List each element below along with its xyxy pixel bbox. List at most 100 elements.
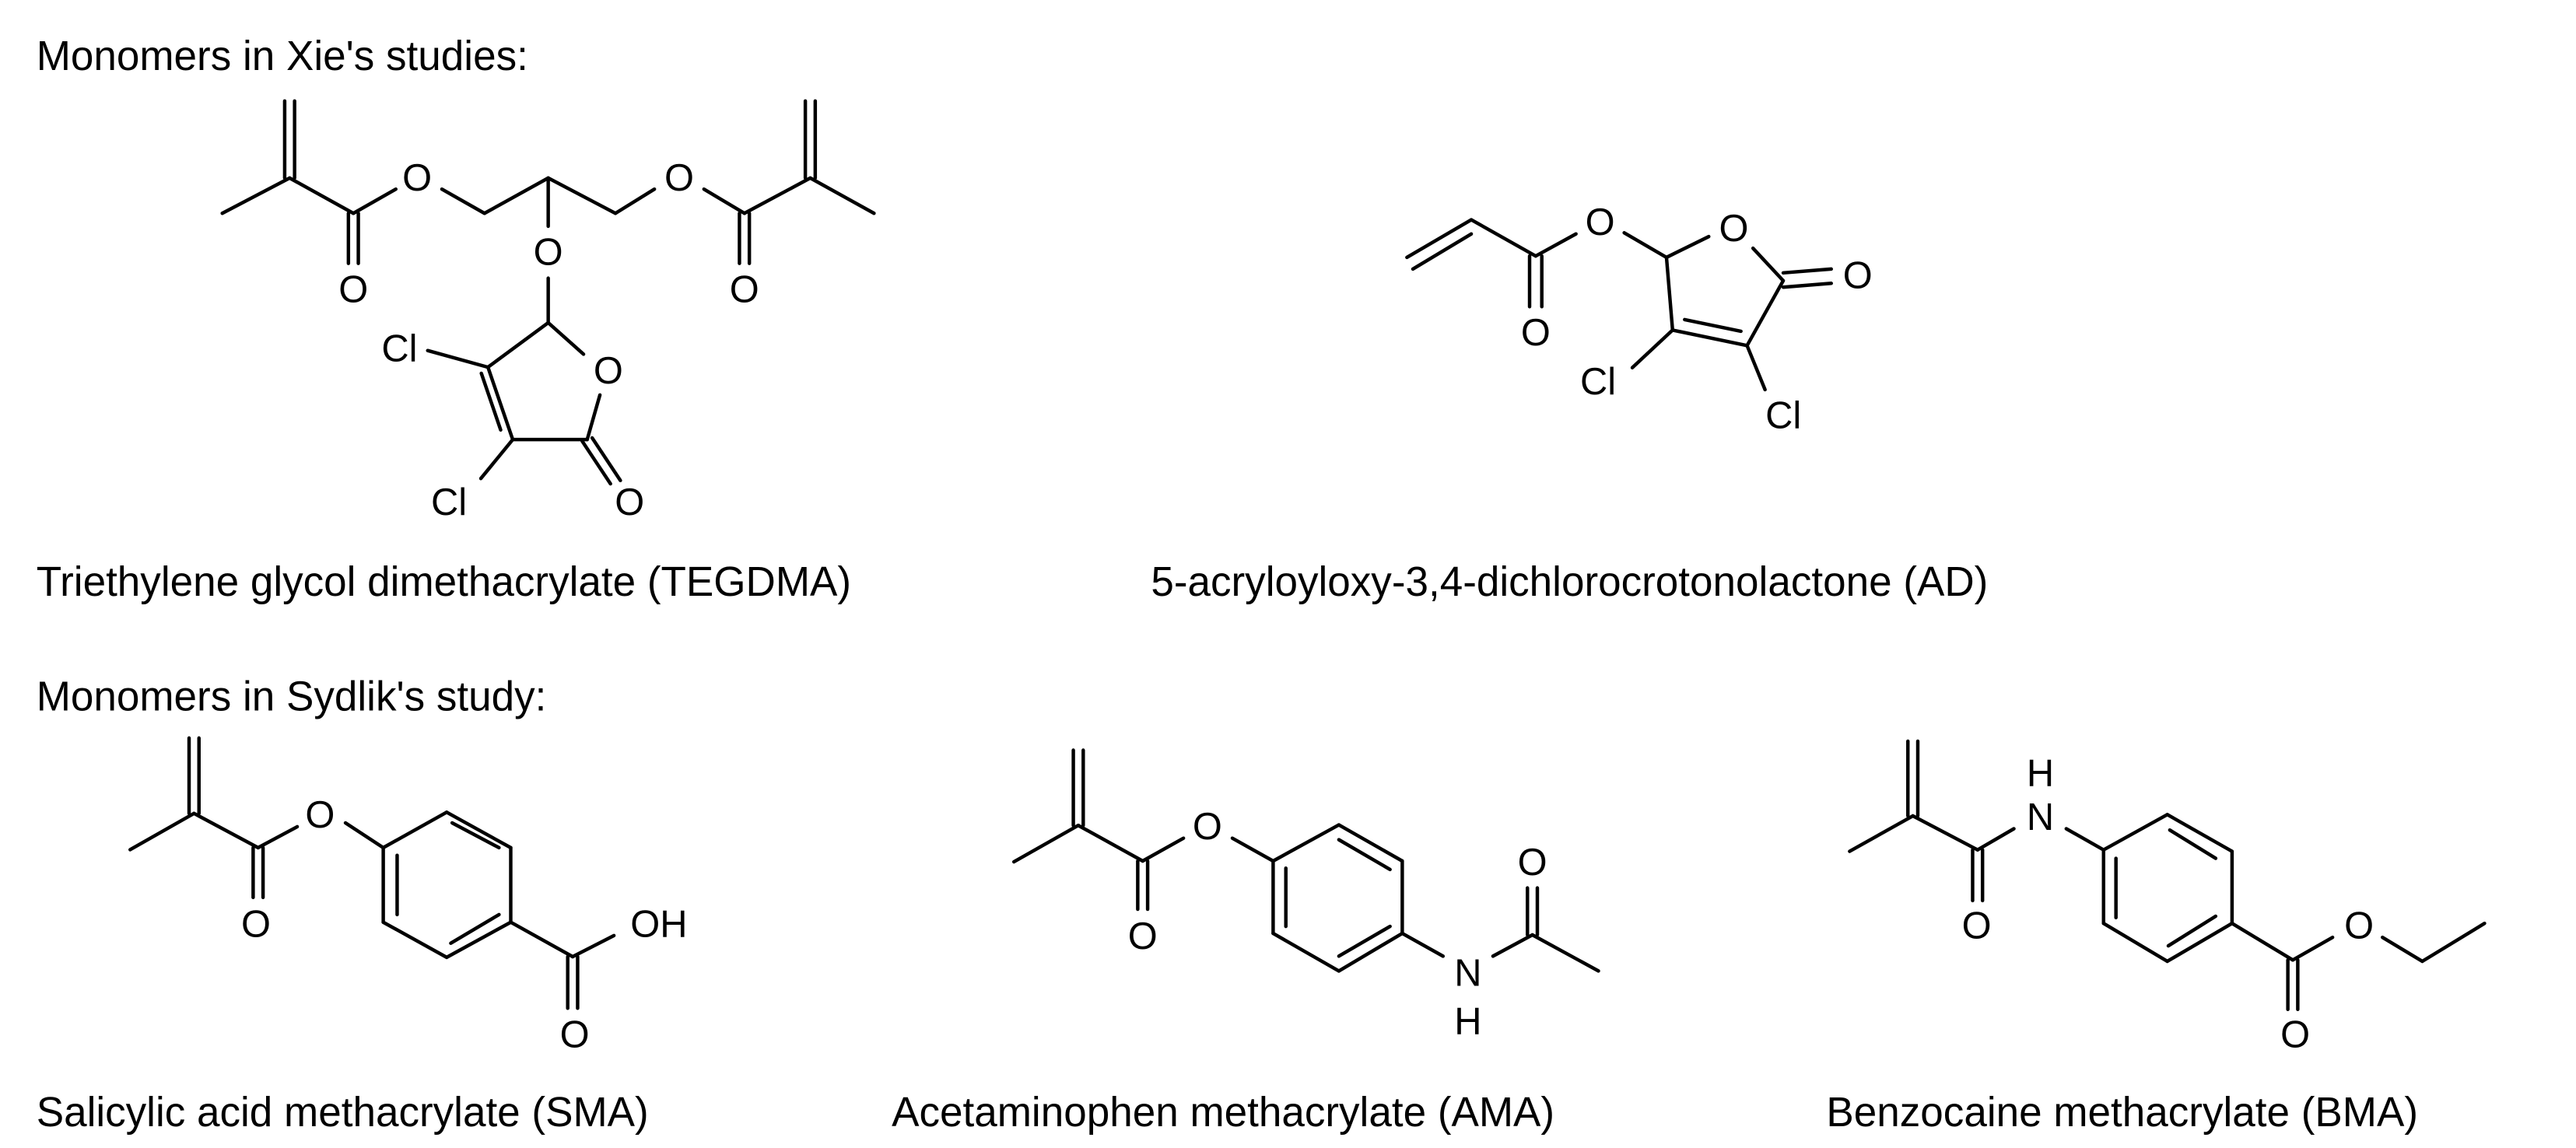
- bond-line: [2420, 921, 2487, 964]
- bond-line: [1491, 933, 1534, 958]
- bond-line: [482, 176, 550, 215]
- bond-line: [580, 439, 612, 486]
- bond-line: [590, 436, 622, 483]
- bond-line: [128, 811, 196, 852]
- bond-line: [381, 810, 449, 850]
- bond-line: [546, 176, 618, 215]
- bond-line: [1781, 282, 1834, 289]
- bond-line: [381, 920, 449, 960]
- bond-line: [2165, 921, 2234, 964]
- bond-line: [2168, 828, 2218, 860]
- atom-label-o: O: [615, 481, 644, 523]
- atom-label-o: O: [1962, 905, 1992, 947]
- atom-label-o: O: [730, 268, 759, 310]
- atom-label-o: O: [1843, 254, 1873, 296]
- bond-line: [1469, 218, 1538, 258]
- atom-label-cl: Cl: [431, 481, 467, 523]
- atom-label-n: N: [2027, 796, 2054, 838]
- bond-line: [1622, 231, 1669, 260]
- bond-line: [1848, 814, 1915, 853]
- atom-label-cl: Cl: [381, 327, 417, 369]
- atom-label-o: O: [1521, 312, 1551, 354]
- bond-line: [1337, 931, 1404, 973]
- bond-line: [485, 320, 550, 369]
- bond-line: [1011, 823, 1081, 864]
- atom-label-o: O: [305, 794, 335, 836]
- molecule-label-tegdma: Triethylene glycol dimethacrylate (TEGDM…: [37, 559, 851, 605]
- bond-line: [1670, 328, 1749, 348]
- bond-line: [1405, 218, 1474, 260]
- atom-label-h: H: [1454, 1000, 1481, 1042]
- bond-line: [2165, 813, 2234, 853]
- atom-label-o: O: [2344, 905, 2374, 947]
- molecule-label-bma: Benzocaine methacrylate (BMA): [1826, 1090, 2418, 1136]
- atom-label-o: O: [664, 157, 694, 199]
- atom-label-h: H: [2027, 753, 2054, 795]
- bond-line: [479, 371, 503, 432]
- bond-line: [808, 176, 876, 215]
- bond-line: [478, 437, 515, 481]
- bond-line: [1683, 317, 1743, 334]
- bond-line: [220, 176, 292, 215]
- molecule-ad: 5-acryloyloxy-3,4-dichlorocrotonolactone…: [1151, 201, 1988, 605]
- bond-line: [509, 920, 575, 959]
- header-xie-studies: Monomers in Xie's studies:: [37, 33, 528, 79]
- bond-line: [742, 176, 812, 215]
- bond-line: [2381, 935, 2424, 964]
- atom-label-o: O: [2280, 1013, 2310, 1055]
- bond-line: [2101, 921, 2169, 964]
- bond-line: [449, 912, 501, 945]
- molecule-bma: Benzocaine methacrylate (BMA) O NH O O: [1826, 739, 2487, 1136]
- bond-line: [1271, 931, 1341, 973]
- atom-label-o: O: [1518, 842, 1547, 884]
- molecule-label-ama: Acetaminophen methacrylate (AMA): [892, 1090, 1554, 1136]
- bond-line: [546, 320, 586, 356]
- bond-line: [444, 920, 513, 960]
- header-sydlik-study: Monomers in Sydlik's study:: [37, 674, 547, 719]
- bond-line: [1911, 814, 1980, 852]
- bond-line: [1141, 836, 1186, 863]
- bond-line: [1400, 931, 1446, 958]
- bond-line: [343, 821, 385, 850]
- bond-line: [2290, 935, 2335, 962]
- atom-label-o: O: [402, 157, 432, 199]
- bond-line: [1411, 232, 1474, 271]
- atom-label-cl: Cl: [1765, 394, 1801, 436]
- bond-line: [1271, 823, 1341, 863]
- bond-line: [426, 348, 490, 369]
- atom-label-n: N: [1454, 952, 1481, 994]
- bond-line: [1533, 232, 1578, 258]
- molecule-ama: Acetaminophen methacrylate (AMA) O O NH O: [892, 748, 1600, 1136]
- bond-line: [702, 187, 747, 215]
- bond-line: [585, 393, 602, 442]
- bond-line: [1337, 924, 1392, 958]
- atom-label-o: O: [338, 268, 368, 310]
- atom-label-o: O: [534, 231, 563, 273]
- bond-line: [1781, 267, 1834, 275]
- bond-line: [613, 187, 657, 215]
- atom-label-o: O: [1586, 201, 1615, 243]
- bond-line: [1337, 823, 1404, 863]
- bond-line: [1751, 246, 1786, 283]
- bond-line: [444, 810, 513, 850]
- bond-line: [1076, 823, 1144, 863]
- atom-label-oh: OH: [630, 903, 687, 945]
- bond-line: [1230, 836, 1275, 863]
- bond-line: [2101, 813, 2169, 852]
- bond-line: [1745, 278, 1786, 348]
- bond-line: [1530, 933, 1600, 973]
- atom-label-o: O: [1128, 915, 1158, 957]
- bond-line: [2064, 827, 2105, 852]
- bond-line: [1630, 328, 1675, 369]
- bond-line: [1664, 234, 1711, 260]
- atom-label-o: O: [241, 903, 271, 945]
- bond-line: [1337, 838, 1392, 872]
- molecule-label-sma: Salicylic acid methacrylate (SMA): [37, 1090, 649, 1136]
- bond-line: [2166, 914, 2218, 948]
- bond-line: [440, 187, 486, 215]
- bond-line: [1745, 344, 1767, 392]
- atom-label-cl: Cl: [1580, 361, 1616, 403]
- molecule-tegdma: Triethylene glycol dimethacrylate (TEGDM…: [37, 99, 876, 605]
- atom-label-o: O: [1193, 806, 1222, 848]
